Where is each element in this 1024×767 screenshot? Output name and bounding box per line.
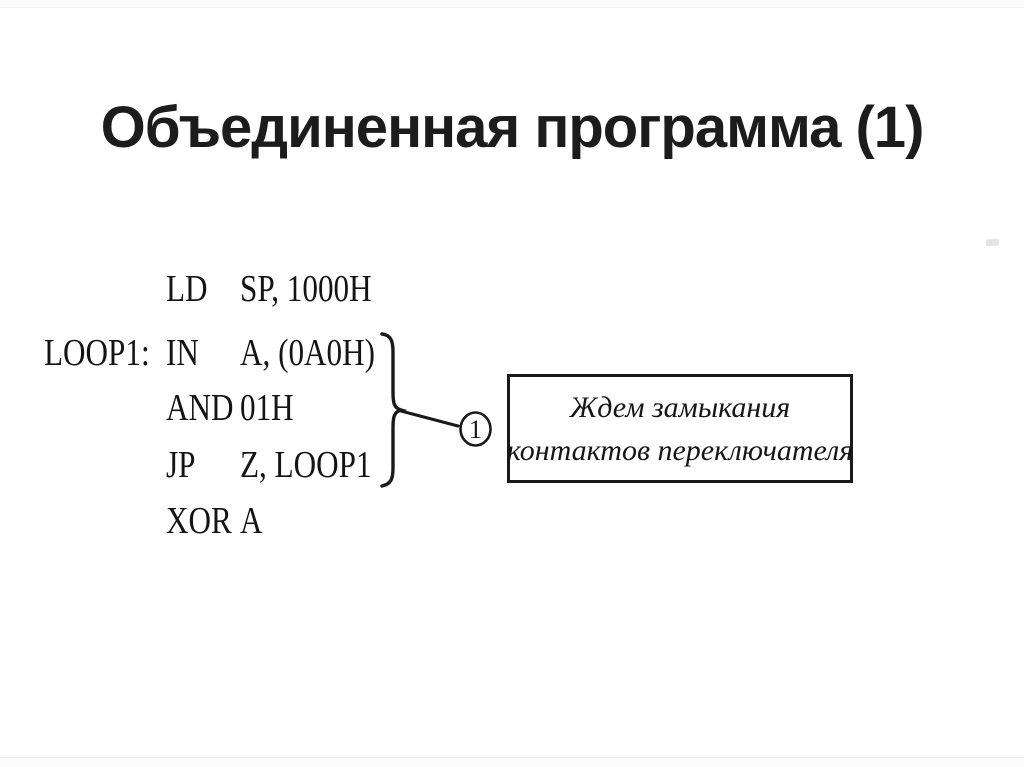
note-line-2: контактов переключателя xyxy=(506,433,854,467)
note-line-1: Ждем замыкания xyxy=(569,390,791,424)
code-line: XOR A xyxy=(0,499,1024,543)
scan-artifact xyxy=(985,238,1000,247)
bottom-edge-strip xyxy=(0,757,1024,767)
note-box: Ждем замыкания контактов переключателя xyxy=(507,374,853,483)
code-operands: A, (0A0H) xyxy=(240,332,376,374)
code-mnemonic: IN xyxy=(166,332,199,374)
code-operands: Z, LOOP1 xyxy=(240,444,372,486)
code-line: AND 01H xyxy=(0,386,1024,430)
code-operands: 01H xyxy=(240,387,294,429)
code-line: LOOP1: IN A, (0A0H) xyxy=(0,331,1024,375)
code-mnemonic: JP xyxy=(166,444,196,486)
code-operands: A xyxy=(240,500,263,542)
slide-title: Объединенная программа (1) xyxy=(100,94,925,160)
code-line: JP Z, LOOP1 xyxy=(0,443,1024,487)
code-line: LD SP, 1000H xyxy=(0,267,1024,311)
code-mnemonic: XOR xyxy=(166,500,232,542)
top-edge-strip xyxy=(0,0,1024,8)
code-operands: SP, 1000H xyxy=(240,268,372,310)
code-label: LOOP1: xyxy=(44,332,150,374)
code-mnemonic: AND xyxy=(166,387,234,429)
code-mnemonic: LD xyxy=(166,268,208,310)
